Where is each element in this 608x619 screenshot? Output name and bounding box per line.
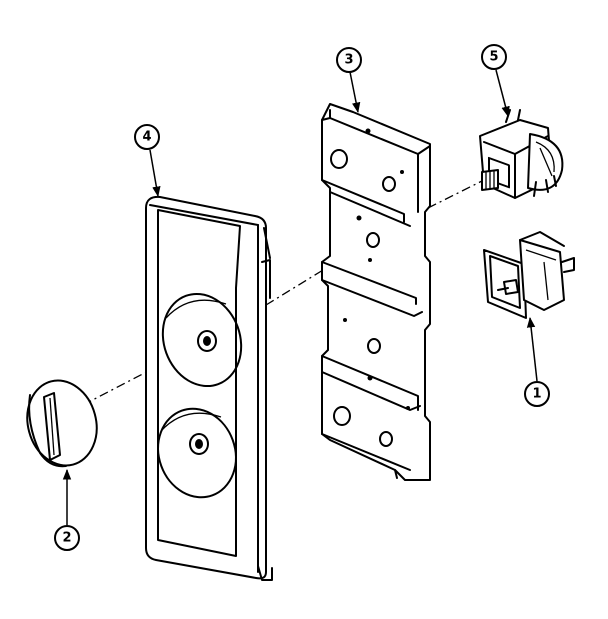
- callout-4-label: 4: [142, 130, 151, 145]
- timer: [479, 109, 564, 199]
- callout-2-label: 2: [62, 531, 71, 546]
- callout-leaders: [62, 69, 538, 525]
- switch: [483, 231, 575, 319]
- callout-4: 4: [134, 124, 160, 150]
- control-panel: [145, 195, 273, 581]
- callout-1: 1: [524, 381, 550, 407]
- mounting-bracket: [321, 103, 431, 481]
- callout-5: 5: [481, 44, 507, 70]
- callout-2: 2: [54, 525, 80, 551]
- callout-5-label: 5: [489, 50, 498, 65]
- knob: [26, 379, 98, 468]
- callout-3: 3: [336, 47, 362, 73]
- callout-1-label: 1: [532, 387, 541, 402]
- callout-3-label: 3: [344, 53, 353, 68]
